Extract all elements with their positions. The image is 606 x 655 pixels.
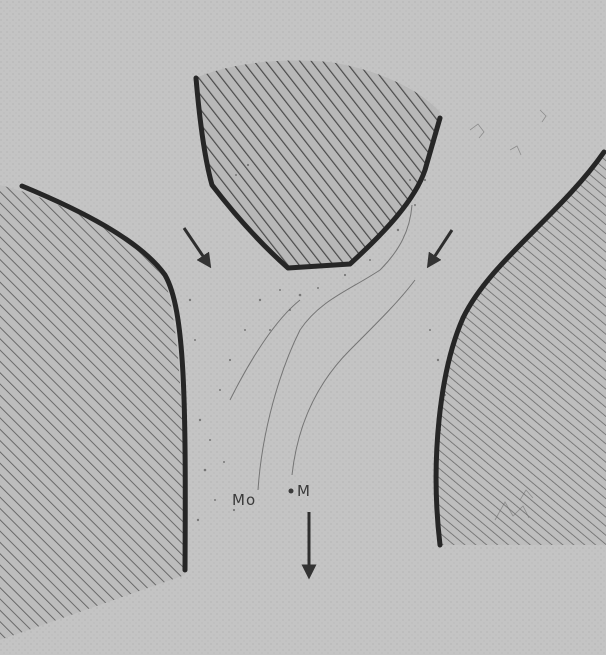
label-m: M (297, 482, 311, 500)
marker-dot (289, 489, 294, 494)
label-mo: Mo (232, 491, 256, 509)
